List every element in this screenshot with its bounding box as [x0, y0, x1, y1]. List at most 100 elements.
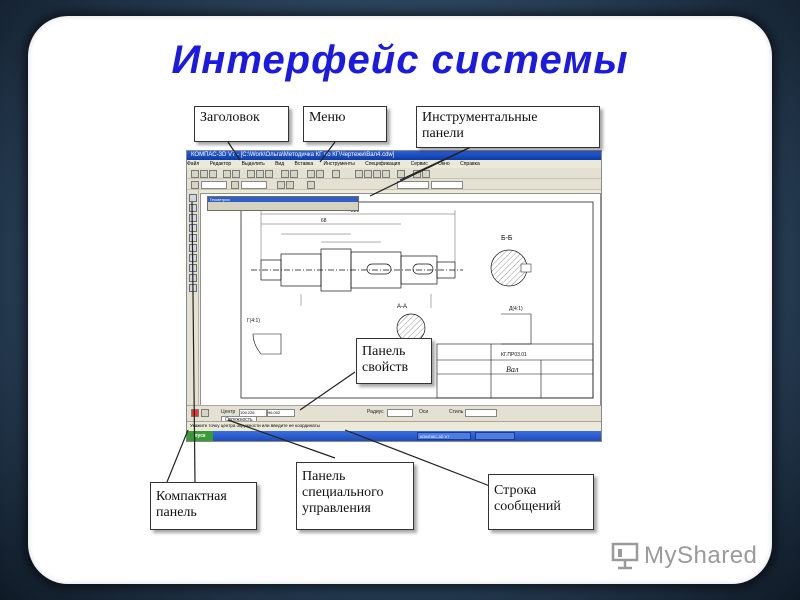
cad-screenshot: КОМПАС-3D V7 - [C:\Work\Ольга\Методичка …: [186, 150, 602, 442]
layer-icon[interactable]: [231, 181, 239, 189]
callout-toolbars-line2: панели: [422, 126, 464, 141]
callout-messages-line2: сообщений: [494, 499, 561, 514]
menu-item-view[interactable]: Вид: [275, 161, 285, 167]
logo-text: MyShared: [644, 542, 758, 569]
callout-compact-line2: панель: [156, 505, 197, 520]
section-aa-label: А-А: [397, 304, 407, 310]
myshared-logo: MyShared: [610, 538, 770, 572]
callout-special: Панель специального управления: [296, 462, 414, 530]
scale-field[interactable]: [201, 181, 227, 189]
stamp-name: Вал: [506, 365, 519, 374]
edit-tool-icon[interactable]: [189, 224, 197, 232]
shaft-drawing: 220 68 Б-Б А-А Г(4:1) Д(4:1) КГ.ПР03.01: [240, 201, 594, 399]
detail-g-label: Г(4:1): [247, 318, 260, 324]
callout-header-text: Заголовок: [200, 110, 260, 125]
cursor-x-field[interactable]: [397, 181, 429, 189]
coords-icon[interactable]: [307, 181, 315, 189]
callout-properties: Панель свойств: [356, 338, 432, 384]
menu-item-spec[interactable]: Спецификация: [365, 161, 401, 167]
undo-icon[interactable]: [281, 170, 289, 178]
copy-icon[interactable]: [256, 170, 264, 178]
refresh-icon[interactable]: [397, 170, 405, 178]
new-file-icon[interactable]: [191, 170, 199, 178]
cursor-y-field[interactable]: [431, 181, 463, 189]
start-button[interactable]: пуск: [187, 431, 213, 441]
menu-item-tools[interactable]: Инструменты: [323, 161, 355, 167]
parametrize-tool-icon[interactable]: [189, 234, 197, 242]
zoom-out-icon[interactable]: [364, 170, 372, 178]
open-file-icon[interactable]: [200, 170, 208, 178]
create-object-icon[interactable]: [201, 409, 209, 417]
center-label: Центр: [221, 409, 236, 415]
geometry-tool-icon[interactable]: [189, 194, 197, 202]
geometry-toolbar-panel[interactable]: Геометрия: [207, 196, 359, 211]
save-file-icon[interactable]: [209, 170, 217, 178]
symbols-tool-icon[interactable]: [189, 214, 197, 222]
callout-menu: Меню: [303, 106, 387, 142]
grid-icon[interactable]: [422, 170, 430, 178]
radius-field[interactable]: [387, 409, 413, 417]
cut-icon[interactable]: [247, 170, 255, 178]
redo-icon[interactable]: [290, 170, 298, 178]
snap-icon[interactable]: [277, 181, 285, 189]
menu-bar: Файл Редактор Выделить Вид Вставка Инстр…: [187, 160, 601, 168]
properties-panel: Центр 109.226 96.002 Радиус Оси Стиль Ок…: [187, 405, 601, 424]
radius-label: Радиус: [367, 409, 384, 415]
preview-icon[interactable]: [232, 170, 240, 178]
ortho-icon[interactable]: [286, 181, 294, 189]
stop-icon[interactable]: [191, 409, 199, 417]
center-y-field[interactable]: 96.002: [267, 409, 295, 417]
reports-tool-icon[interactable]: [189, 284, 197, 292]
layers-icon[interactable]: [413, 170, 421, 178]
style-select[interactable]: [465, 409, 497, 417]
dimension-68: 68: [321, 218, 327, 224]
menu-item-insert[interactable]: Вставка: [294, 161, 314, 167]
zoom-in-icon[interactable]: [355, 170, 363, 178]
menu-item-help[interactable]: Справка: [460, 161, 480, 167]
taskbar-kompas[interactable]: КОМПАС-3D V7: [417, 432, 471, 440]
menu-item-service[interactable]: Сервис: [410, 161, 428, 167]
callout-properties-line1: Панель: [362, 344, 406, 359]
menu-item-select[interactable]: Выделить: [241, 161, 265, 167]
window-titlebar: КОМПАС-3D V7 - [C:\Work\Ольга\Методичка …: [187, 151, 601, 160]
compact-panel: [187, 190, 199, 405]
callout-menu-text: Меню: [309, 110, 346, 125]
zoom-window-icon[interactable]: [373, 170, 381, 178]
callout-messages: Строка сообщений: [488, 474, 594, 530]
windows-taskbar: пуск КОМПАС-3D V7: [187, 431, 601, 441]
message-bar: Укажите точку центра окружности или введ…: [187, 421, 601, 429]
axes-label: Оси: [419, 409, 429, 415]
associative-tool-icon[interactable]: [189, 264, 197, 272]
current-state-toolbar: [187, 179, 601, 190]
presentation-board-icon: [611, 542, 639, 570]
layer-field[interactable]: [241, 181, 267, 189]
standard-toolbar: [187, 168, 601, 179]
paste-icon[interactable]: [265, 170, 273, 178]
callout-special-line3: управления: [302, 501, 371, 516]
select-tool-icon[interactable]: [189, 254, 197, 262]
library-icon[interactable]: [316, 170, 324, 178]
state-icon[interactable]: [191, 181, 199, 189]
menu-item-file[interactable]: Файл: [187, 161, 200, 167]
style-label: Стиль: [449, 409, 464, 415]
measure-tool-icon[interactable]: [189, 244, 197, 252]
detail-d-label: Д(4:1): [509, 306, 523, 312]
callout-special-line1: Панель: [302, 469, 346, 484]
dimension-220: 220: [351, 208, 360, 214]
dimension-tool-icon[interactable]: [189, 204, 197, 212]
print-icon[interactable]: [223, 170, 231, 178]
menu-item-editor[interactable]: Редактор: [209, 161, 232, 167]
callout-properties-line2: свойств: [362, 360, 409, 375]
callout-messages-line1: Строка: [494, 483, 537, 498]
slide-title: Интерфейс системы: [171, 38, 629, 82]
callout-header: Заголовок: [194, 106, 289, 142]
pan-icon[interactable]: [382, 170, 390, 178]
taskbar-other[interactable]: [475, 432, 515, 440]
help-icon[interactable]: [332, 170, 340, 178]
properties-icon[interactable]: [307, 170, 315, 178]
menu-item-window[interactable]: Окно: [438, 161, 450, 167]
callout-compact-line1: Компактная: [156, 489, 227, 504]
section-bb-label: Б-Б: [501, 235, 513, 242]
spec-tool-icon[interactable]: [189, 274, 197, 282]
stamp-code: КГ.ПР03.01: [501, 352, 527, 358]
